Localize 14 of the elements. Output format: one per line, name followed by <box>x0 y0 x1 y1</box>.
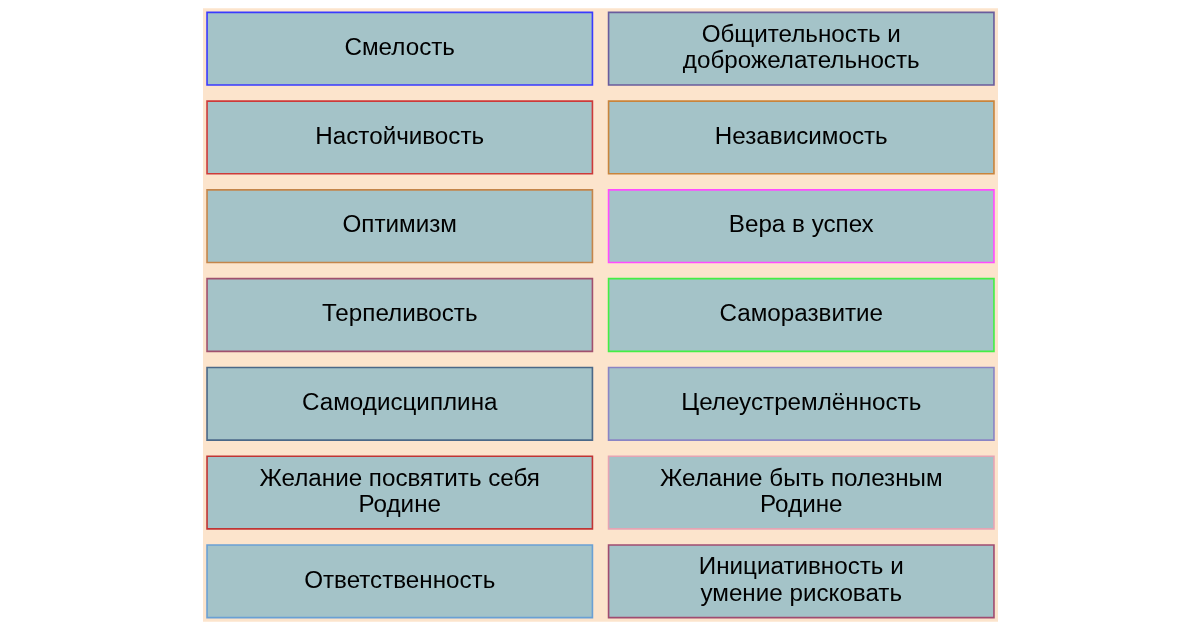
node-box: Желание посвятить себя Родине <box>205 455 593 530</box>
node-box: Настойчивость <box>205 100 593 175</box>
node-box: Самодисциплина <box>205 366 593 441</box>
node-box: Желание быть полезным Родине <box>607 455 995 530</box>
node-box: Независимость <box>607 100 995 175</box>
node-box: Терпеливость <box>205 277 593 353</box>
node-box: Инициативность и умение рисковать <box>607 544 995 619</box>
node-box: Ответственность <box>205 544 593 619</box>
node-box: Саморазвитие <box>607 277 995 353</box>
node-box: Смелость <box>205 11 593 86</box>
node-box: Общительность и доброжелательность <box>607 11 995 86</box>
node-box: Целеустремлённость <box>607 366 995 441</box>
node-box: Оптимизм <box>205 189 593 264</box>
node-box: Вера в успех <box>607 189 995 264</box>
